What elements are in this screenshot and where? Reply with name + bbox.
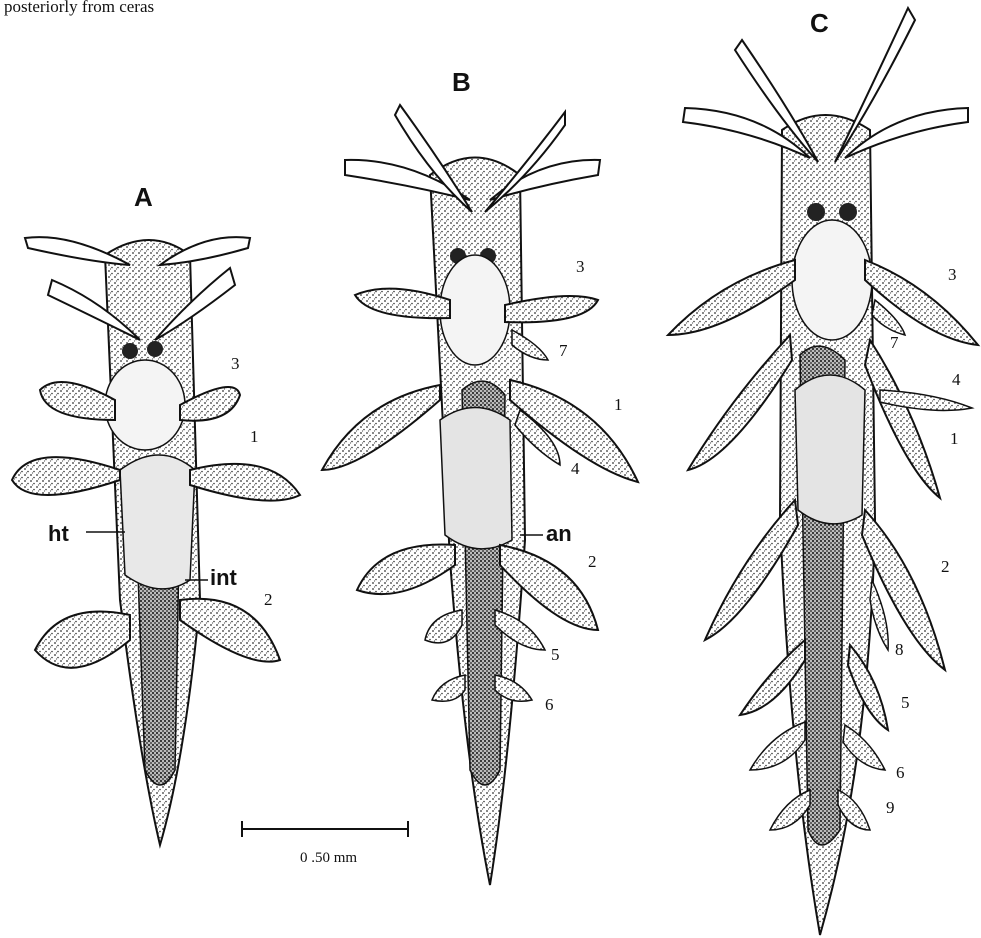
ceras-label-b-7: 7 [559,341,568,360]
ceras-label-b-6: 6 [545,695,554,714]
ceras-label-c-7: 7 [890,333,899,352]
panel-label-b: B [452,67,471,97]
intestine-label: int [210,565,238,590]
scale-bar-label: 0 .50 mm [300,850,357,866]
anus-label: an [546,521,572,546]
ceras-label-c-1: 1 [950,429,959,448]
ceras-label-b-2: 2 [588,552,597,571]
ceras-label-c-4: 4 [952,370,961,389]
ceras-label-c-9: 9 [886,798,895,817]
specimen-b: B 3 7 1 4 2 5 6 an [322,67,638,885]
ceras-label-a-2: 2 [264,590,273,609]
heart-label: ht [48,521,69,546]
ceras-label-b-5: 5 [551,645,560,664]
ceras-label-c-6: 6 [896,763,905,782]
ceras-label-c-5: 5 [901,693,910,712]
ceras-label-b-3: 3 [576,257,585,276]
panel-label-c: C [810,8,829,38]
ceras-label-c-3: 3 [948,265,957,284]
caption-fragment: posteriorly from ceras [4,0,154,16]
ceras-label-b-4: 4 [571,459,580,478]
scale-bar: 0 .50 mm [242,821,408,866]
ceras-label-a-3: 3 [231,354,240,373]
ceras-label-b-1: 1 [614,395,623,414]
ceras-label-a-1: 1 [250,427,259,446]
specimen-c: C 3 7 4 1 2 8 5 6 9 [668,8,978,935]
panel-label-a: A [134,182,153,212]
ceras-label-c-2: 2 [941,557,950,576]
specimen-a: A 3 1 2 ht int [12,182,300,845]
ceras-label-c-8: 8 [895,640,904,659]
